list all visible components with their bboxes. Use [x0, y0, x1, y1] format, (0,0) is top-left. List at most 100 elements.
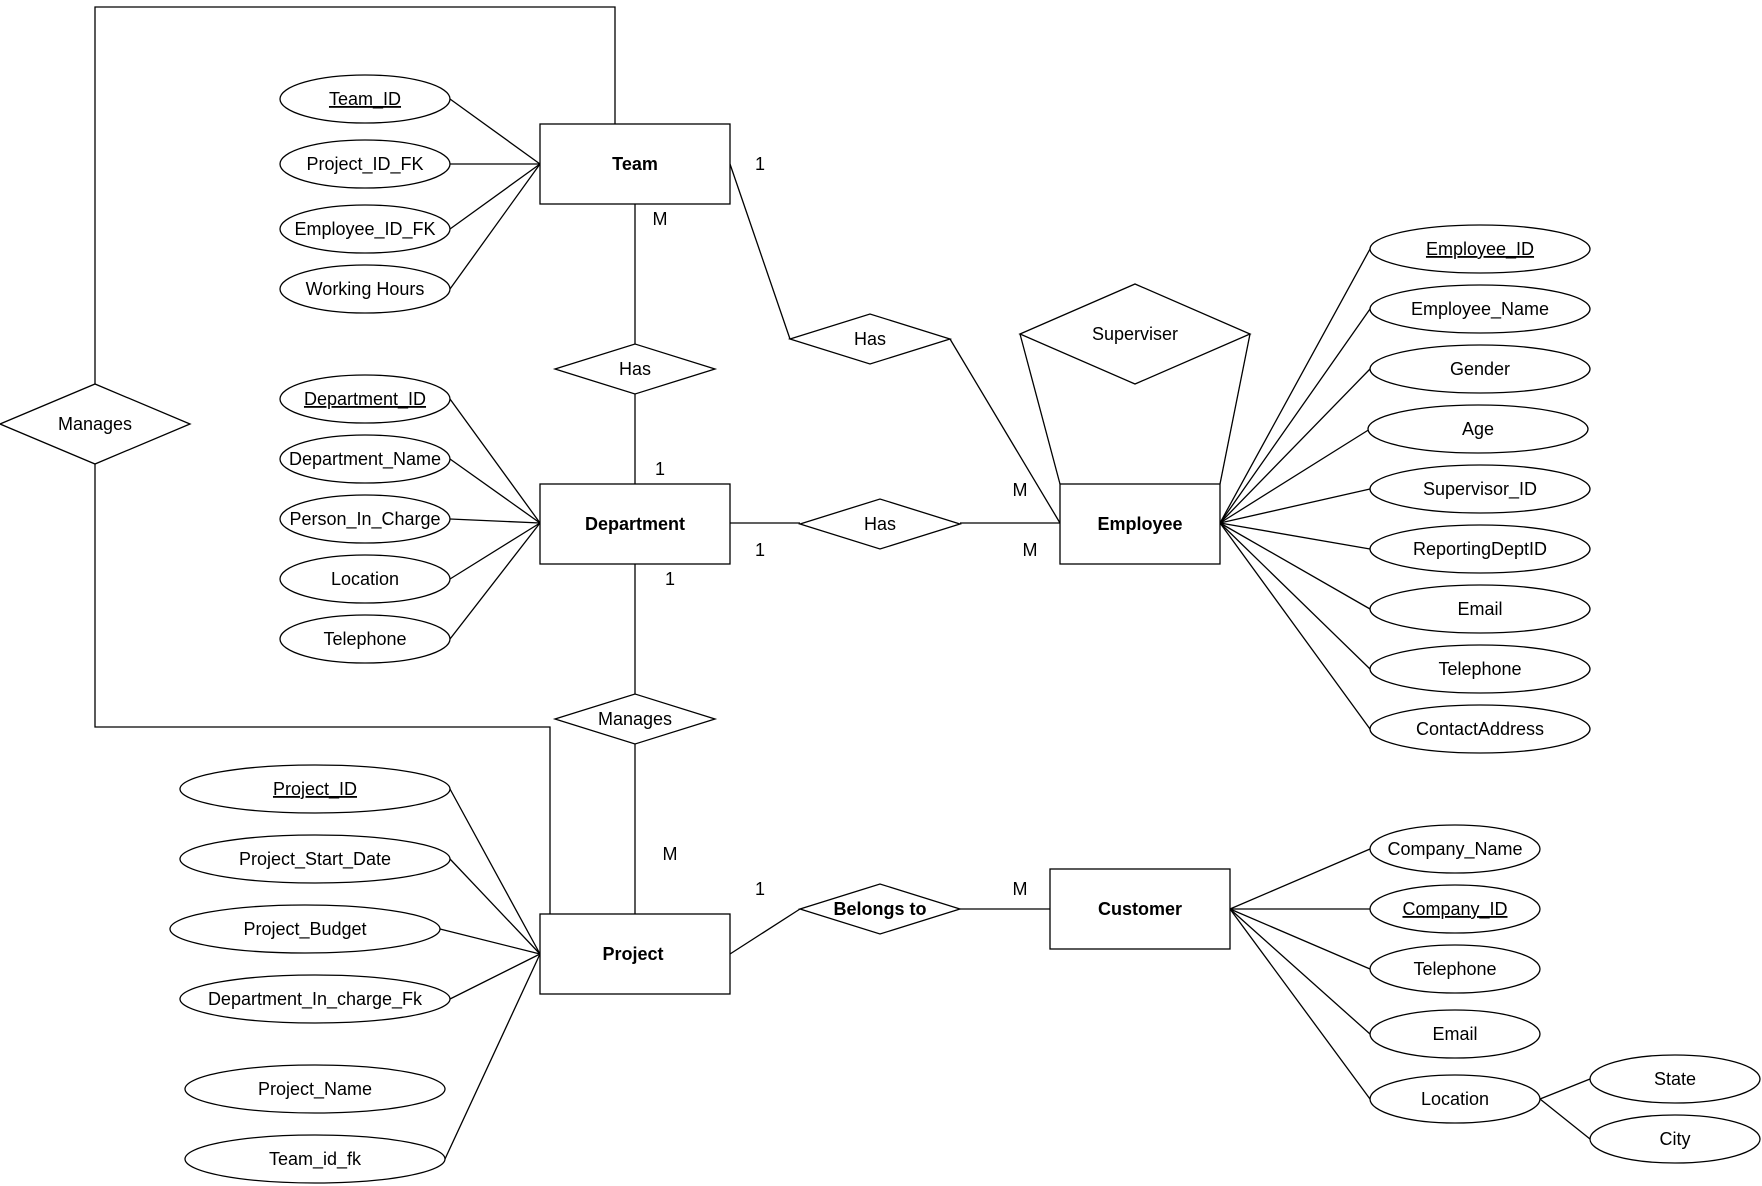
attribute-email: Email: [1369, 1009, 1541, 1059]
attribute-project-id: Project_ID: [179, 764, 451, 814]
attribute-person-in-charge: Person_In_Charge: [279, 494, 451, 544]
attribute-email: Email: [1369, 584, 1591, 634]
emp-attr-line: [1219, 522, 1371, 670]
attribute-label: Company_ID: [1402, 899, 1507, 920]
proj-attr-line: [449, 788, 541, 955]
attribute-label: ReportingDeptID: [1413, 539, 1547, 559]
relationship-team-has-employee: Has: [787, 313, 953, 365]
manages-project-connector: [94, 464, 551, 914]
emp-attr-line: [1219, 522, 1371, 610]
cardinality-label: 1: [755, 879, 765, 899]
relationship-superviser: Superviser: [1018, 283, 1252, 385]
location-attr-line: [1539, 1078, 1591, 1100]
entity-label: Project: [602, 944, 663, 964]
dept-attr-line: [449, 398, 541, 524]
superviser-left-line: [1019, 333, 1061, 485]
relationships: Manages Has Has Has Manages Belongs to S…: [0, 283, 1252, 935]
project-attributes: Project_ID Project_Start_Date Project_Bu…: [169, 764, 451, 1184]
cardinality-label: 1: [665, 569, 675, 589]
attribute-department-name: Department_Name: [279, 434, 451, 484]
entities: Team Department Employee Project Custome…: [539, 123, 1231, 995]
relationship-label: Has: [864, 514, 896, 534]
proj-attr-line: [439, 928, 541, 955]
attribute-label: Location: [1421, 1089, 1489, 1109]
employee-attributes: Employee_ID Employee_Name Gender Age Sup…: [1367, 224, 1591, 754]
attribute-telephone: Telephone: [1369, 644, 1591, 694]
attribute-label: Age: [1462, 419, 1494, 439]
connectors: [94, 6, 1591, 1160]
attribute-age: Age: [1367, 404, 1589, 454]
attribute-project-id-fk: Project_ID_FK: [279, 139, 451, 189]
attribute-label: Telephone: [1438, 659, 1521, 679]
attribute-supervisor-id: Supervisor_ID: [1369, 464, 1591, 514]
emp-attr-line: [1219, 248, 1371, 524]
emp-attr-line: [1219, 308, 1371, 524]
entity-label: Customer: [1098, 899, 1182, 919]
attribute-label: Working Hours: [306, 279, 425, 299]
project-belongs-line: [729, 908, 801, 955]
attribute-label: City: [1660, 1129, 1691, 1149]
emp-attr-line: [1219, 522, 1371, 730]
cust-attr-line: [1229, 908, 1371, 970]
attribute-employee-name: Employee_Name: [1369, 284, 1591, 334]
entity-employee: Employee: [1059, 483, 1221, 565]
attribute-telephone: Telephone: [1369, 944, 1541, 994]
attribute-employee-id: Employee_ID: [1369, 224, 1591, 274]
attribute-label: Person_In_Charge: [289, 509, 440, 530]
attribute-company-name: Company_Name: [1369, 824, 1541, 874]
dept-attr-line: [449, 522, 541, 640]
location-attr-line: [1539, 1098, 1591, 1140]
attribute-label: Employee_ID_FK: [294, 219, 435, 240]
entity-label: Department: [585, 514, 685, 534]
attribute-project-start-date: Project_Start_Date: [179, 834, 451, 884]
emp-attr-line: [1219, 522, 1371, 550]
proj-attr-line: [449, 953, 541, 1000]
attribute-label: Project_Start_Date: [239, 849, 391, 870]
attribute-state: State: [1589, 1054, 1761, 1104]
attribute-label: Supervisor_ID: [1423, 479, 1537, 500]
cust-attr-line: [1229, 848, 1371, 910]
attribute-label: Project_ID_FK: [306, 154, 423, 175]
attribute-label: Email: [1457, 599, 1502, 619]
cust-attr-line: [1229, 908, 1371, 1100]
attribute-label: Company_Name: [1387, 839, 1522, 860]
emp-attr-line: [1219, 368, 1371, 524]
proj-attr-line: [444, 953, 541, 1160]
attribute-label: Email: [1432, 1024, 1477, 1044]
attribute-telephone: Telephone: [279, 614, 451, 664]
attribute-location: Location: [1369, 1074, 1541, 1124]
attribute-label: Project_Name: [258, 1079, 372, 1100]
attribute-label: Employee_ID: [1426, 239, 1534, 260]
relationship-label: Superviser: [1092, 324, 1178, 344]
attribute-contact-address: ContactAddress: [1369, 704, 1591, 754]
team-has-line: [729, 163, 791, 340]
attribute-label: Department_ID: [304, 389, 426, 410]
relationship-team-has-department: Has: [552, 343, 718, 395]
relationship-label: Has: [619, 359, 651, 379]
team-attr-line: [449, 98, 541, 165]
attribute-gender: Gender: [1369, 344, 1591, 394]
entity-label: Team: [612, 154, 658, 174]
attribute-team-id: Team_ID: [279, 74, 451, 124]
relationship-department-manages-project: Manages: [552, 693, 718, 745]
cardinality-label: M: [663, 844, 678, 864]
attribute-label: Employee_Name: [1411, 299, 1549, 320]
cardinality-label: M: [1013, 879, 1028, 899]
attribute-label: Location: [331, 569, 399, 589]
customer-attributes: Company_Name Company_ID Telephone Email …: [1369, 824, 1761, 1164]
cardinality-label: 1: [755, 154, 765, 174]
entity-department: Department: [539, 483, 731, 565]
relationship-label: Belongs to: [834, 899, 927, 919]
attribute-reporting-dept-id: ReportingDeptID: [1369, 524, 1591, 574]
cust-attr-line: [1229, 908, 1371, 1035]
proj-attr-line: [449, 858, 541, 955]
team-attributes: Team_ID Project_ID_FK Employee_ID_FK Wor…: [279, 74, 451, 314]
attribute-label: Department_Name: [289, 449, 441, 470]
attribute-city: City: [1589, 1114, 1761, 1164]
attribute-label: Team_ID: [329, 89, 401, 110]
emp-attr-line: [1219, 488, 1371, 524]
dept-attr-line: [449, 458, 541, 524]
department-attributes: Department_ID Department_Name Person_In_…: [279, 374, 451, 664]
dept-attr-line: [449, 522, 541, 580]
attribute-company-id: Company_ID: [1369, 884, 1541, 934]
